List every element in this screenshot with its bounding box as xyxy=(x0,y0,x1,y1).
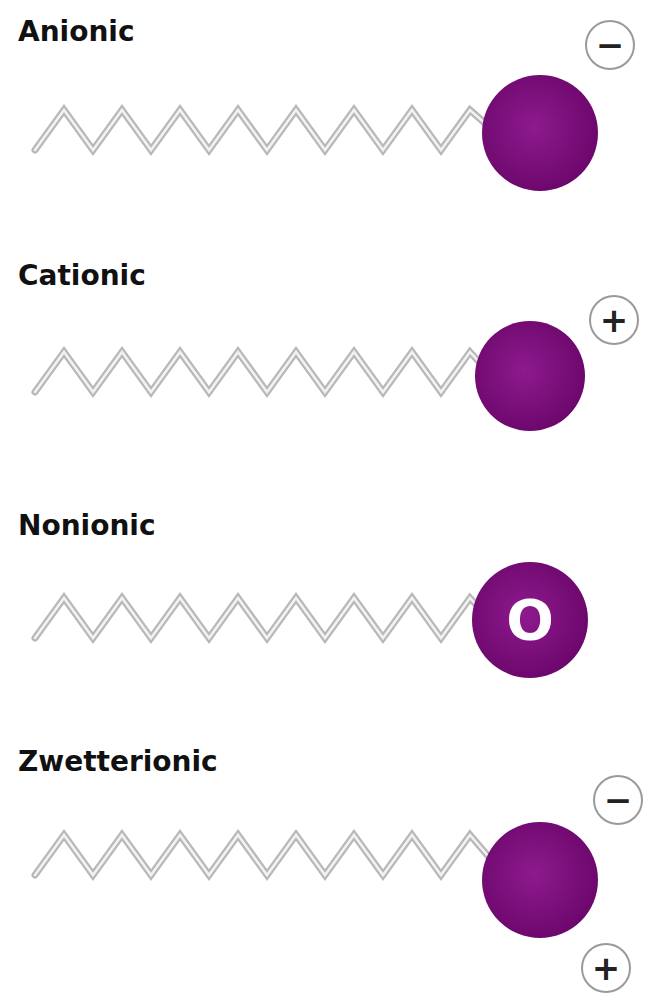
hydrocarbon-tail xyxy=(35,598,490,638)
type-label: Anionic xyxy=(18,18,135,46)
hydrocarbon-tail xyxy=(35,352,490,392)
type-label: Nonionic xyxy=(18,512,156,540)
hydrocarbon-tail xyxy=(35,835,500,875)
head-symbol: O xyxy=(506,592,554,648)
polar-head xyxy=(482,822,598,938)
polar-head xyxy=(475,321,585,431)
polar-head xyxy=(472,562,588,678)
charge-circle xyxy=(582,944,630,992)
type-label: Cationic xyxy=(18,262,146,290)
charge-circle xyxy=(594,776,642,824)
hydrocarbon-tail xyxy=(35,110,495,150)
charge-circle xyxy=(590,296,638,344)
charge-symbol: − xyxy=(596,28,625,62)
charge-circle xyxy=(586,21,634,69)
polar-head xyxy=(482,75,598,191)
charge-symbol: + xyxy=(600,303,629,337)
type-label: Zwetterionic xyxy=(18,748,218,776)
charge-symbol: + xyxy=(592,951,621,985)
charge-symbol: − xyxy=(604,783,633,817)
